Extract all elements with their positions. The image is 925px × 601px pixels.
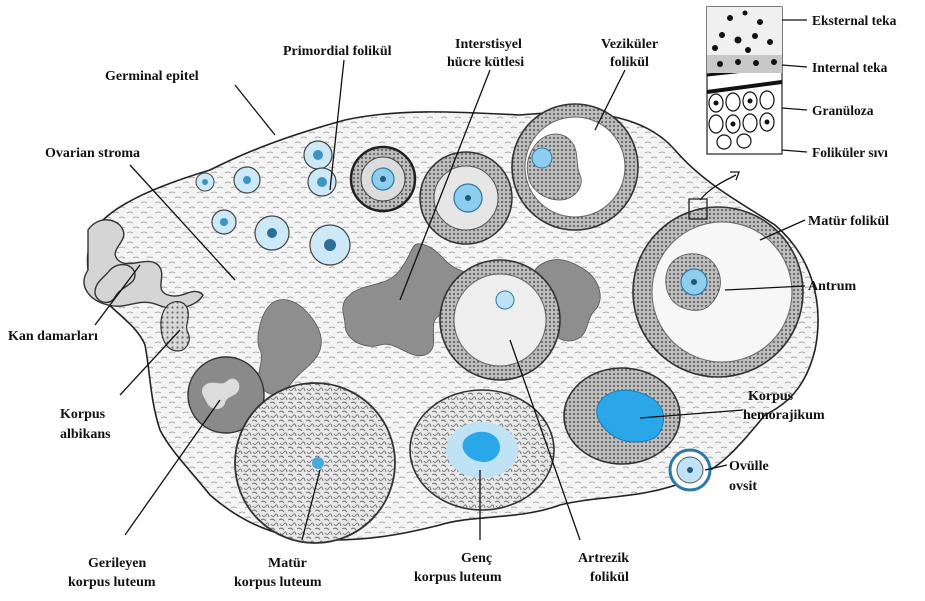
- label-ovarian-stroma: Ovarian stroma: [45, 146, 140, 161]
- label-matur-kl-line1: Matür: [268, 556, 307, 571]
- label-gerileyen-line1: Gerileyen: [88, 556, 147, 571]
- label-kan-damarlari: Kan damarları: [8, 329, 98, 344]
- label-interstisyel-line1: Interstisyel: [455, 37, 522, 52]
- ovulated-oocyte: [670, 450, 710, 490]
- label-artrezik-line1: Artrezik: [578, 551, 629, 566]
- label-genc-line2: korpus luteum: [414, 570, 502, 585]
- label-interstisyel-line2: hücre kütlesi: [447, 55, 524, 70]
- inset-label-eksternal-teka: Eksternal teka: [812, 13, 897, 28]
- label-genc-line1: Genç: [461, 551, 492, 566]
- follicle-wall-inset: [707, 7, 782, 154]
- vesicular-follicle: [512, 104, 638, 230]
- label-antrum: Antrum: [808, 279, 857, 294]
- label-korpus-albikans-line1: Korpus: [60, 407, 106, 422]
- label-artrezik-line2: folikül: [590, 570, 629, 585]
- inset-label-granuloza: Granüloza: [812, 103, 874, 118]
- label-germinal-epitel: Germinal epitel: [105, 69, 199, 84]
- label-primordial-folikul: Primordial folikül: [283, 44, 392, 59]
- atretic-follicle: [440, 260, 560, 380]
- label-gerileyen-line2: korpus luteum: [68, 575, 156, 590]
- label-ovule-line2: ovsit: [729, 479, 757, 494]
- secondary-follicle: [420, 152, 512, 244]
- label-vezikuler-line2: folikül: [610, 55, 649, 70]
- label-korpus-hem-line2: hemorajikum: [743, 408, 825, 423]
- corpus-albicans: [161, 302, 189, 351]
- inset-label-internal-teka: Internal teka: [812, 60, 888, 75]
- label-vezikuler-line1: Veziküler: [601, 37, 658, 52]
- mature-corpus-luteum: [235, 383, 395, 543]
- label-ovule-line1: Ovülle: [729, 459, 769, 474]
- young-corpus-luteum: [410, 390, 554, 510]
- growing-follicle: [351, 147, 415, 211]
- label-matur-folikul: Matür folikül: [808, 214, 889, 229]
- label-korpus-hem-line1: Korpus: [748, 389, 794, 404]
- label-korpus-albikans-line2: albikans: [60, 427, 111, 442]
- inset-label-folikuler-sivi: Foliküler sıvı: [812, 145, 888, 160]
- label-matur-kl-line2: korpus luteum: [234, 575, 322, 590]
